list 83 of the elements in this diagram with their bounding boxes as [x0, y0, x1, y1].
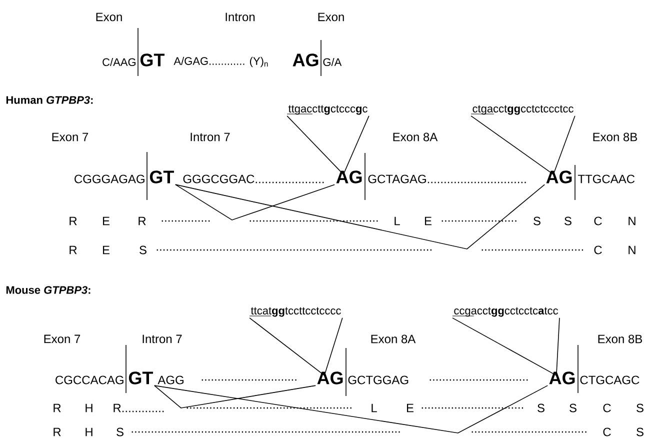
- sequence-text: CGGGAGAG: [74, 174, 144, 184]
- sequence-text: ...............................: [482, 249, 584, 251]
- zoom-lines: [249, 318, 343, 376]
- region-label: Exon 8B: [593, 132, 638, 142]
- sequence-text: AGG: [158, 376, 184, 384]
- amino-acid: C: [594, 216, 602, 226]
- amino-acid: E: [103, 216, 110, 226]
- sequence-text: ..................................................: [186, 407, 352, 409]
- amino-acid: E: [407, 404, 414, 412]
- amino-acid: R: [54, 404, 61, 412]
- amino-acid: N: [628, 246, 636, 254]
- splice-site-letters: AG: [317, 372, 343, 384]
- sequence-text: ttgaccttgctcccgc: [288, 105, 368, 115]
- amino-acid: N: [628, 216, 636, 226]
- amino-acid: R: [70, 246, 77, 254]
- splice-site-letters: GT: [140, 54, 165, 66]
- sequence-text: CTGCAGC: [580, 376, 640, 384]
- amino-acid: H: [86, 428, 92, 436]
- region-label: Exon 8B: [598, 334, 642, 344]
- region-label: Intron 7: [142, 334, 182, 344]
- splice-site-letters: AG: [336, 170, 362, 184]
- amino-acid: E: [424, 216, 432, 226]
- sequence-text: GCTAGAG..............................: [368, 174, 526, 184]
- amino-acid: S: [140, 246, 146, 254]
- amino-acid: R: [138, 216, 146, 226]
- sequence-text: CGCCACAG: [56, 376, 124, 384]
- splicing-line: [175, 184, 545, 250]
- splicing-line: [154, 385, 316, 408]
- zoom-lines: [470, 116, 576, 175]
- sequence-text: .............................: [202, 379, 296, 381]
- sequence-text: GCTGGAG: [348, 376, 408, 384]
- sequence-text: TTGCAAC: [578, 174, 635, 184]
- splice-site-letters: GT: [128, 372, 154, 384]
- sequence-text: A/GAG............ (Y)$_{n}$: [174, 56, 268, 68]
- region-label: Intron: [226, 12, 255, 22]
- splice-site-letters: AG: [546, 170, 572, 184]
- region-label: Intron 7: [190, 132, 230, 142]
- splice-site-letters: AG: [549, 372, 575, 384]
- zoom-lines: [286, 116, 370, 175]
- amino-acid: E: [103, 246, 110, 254]
- species-heading: Human GTPBP3:: [6, 96, 93, 104]
- species-heading: Mouse GTPBP3:: [6, 286, 90, 294]
- amino-acid: S: [636, 404, 644, 412]
- sequence-text: ccgacctggcctcctcatcc: [454, 307, 558, 317]
- splicing-line: [175, 184, 335, 220]
- sequence-text: .......................................: [250, 220, 378, 222]
- amino-acid: H: [86, 404, 92, 412]
- amino-acid: C: [603, 404, 611, 412]
- sequence-text: C/AAG: [102, 58, 136, 66]
- amino-acid: S: [116, 428, 124, 436]
- sequence-text: GGGCGGAC.....................: [183, 174, 324, 184]
- sequence-text: ctgacctggcctctccctcc: [472, 105, 574, 115]
- amino-acid: C: [594, 246, 602, 254]
- sequence-text: ...................................: [472, 431, 586, 433]
- sequence-text: .................................................................................: [132, 431, 400, 433]
- sequence-text: R.............: [114, 404, 164, 412]
- amino-acid: S: [534, 216, 540, 226]
- sequence-text: ..............................: [430, 379, 528, 381]
- sequence-text: ...............................: [422, 407, 524, 409]
- region-label: Exon 7: [52, 132, 88, 142]
- splicing-line: [154, 385, 548, 434]
- splice-site-letters: AG: [292, 54, 318, 66]
- sequence-text: .......................: [442, 220, 516, 222]
- amino-acid: L: [394, 216, 400, 226]
- region-label: Exon 7: [44, 334, 80, 344]
- amino-acid: S: [636, 428, 644, 436]
- amino-acid: R: [54, 428, 61, 436]
- zoom-lines: [452, 318, 560, 376]
- sequence-text: ...............: [162, 220, 210, 222]
- amino-acid: S: [564, 216, 572, 226]
- amino-acid: S: [570, 404, 576, 412]
- amino-acid: C: [603, 428, 611, 436]
- region-label: Exon: [96, 12, 122, 22]
- sequence-text: ...................................................................................: [156, 249, 432, 251]
- region-label: Exon 8A: [393, 132, 438, 142]
- sequence-text: G/A: [323, 58, 342, 66]
- region-label: Exon: [318, 12, 344, 22]
- sequence-text: ttcatggtccttcctcccc: [250, 307, 341, 317]
- amino-acid: R: [70, 216, 77, 226]
- region-label: Exon 8A: [371, 334, 416, 344]
- splice-site-letters: GT: [150, 170, 174, 184]
- amino-acid: S: [538, 404, 544, 412]
- amino-acid: L: [372, 404, 377, 412]
